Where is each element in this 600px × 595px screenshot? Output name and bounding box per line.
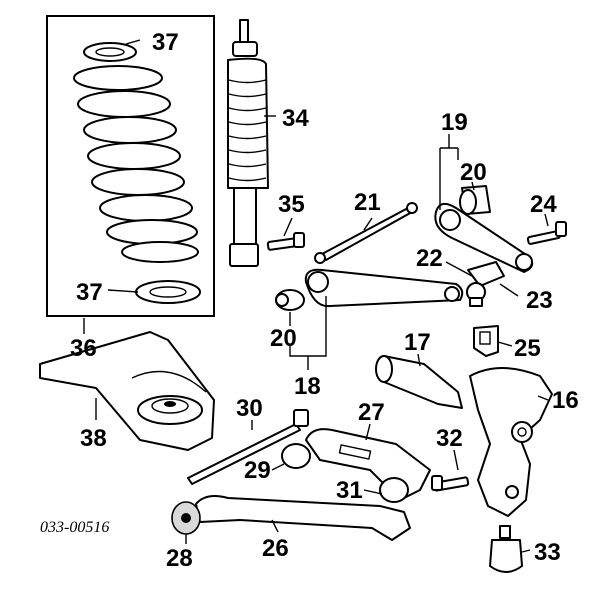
callout-37-top: 37 (152, 29, 179, 56)
bolt-35 (266, 232, 305, 251)
callout-33: 33 (534, 539, 561, 566)
leader-lines (83, 39, 549, 553)
callout-21: 21 (354, 189, 381, 216)
callout-37-bottom: 37 (76, 279, 103, 306)
callout-34: 34 (282, 105, 309, 132)
callout-31: 31 (336, 477, 363, 504)
coil-spring (73, 42, 201, 304)
bracket-25 (473, 325, 499, 357)
callout-30: 30 (236, 395, 263, 422)
lower-arm-26 (171, 495, 411, 541)
callout-19: 19 (441, 109, 468, 136)
drawing-code: 033-00516 (40, 519, 109, 536)
ball-joint-33 (489, 525, 523, 573)
upper-arm-19 (434, 185, 534, 273)
callout-28: 28 (166, 545, 193, 572)
callout-27: 27 (358, 399, 385, 426)
callout-23: 23 (526, 287, 553, 314)
shock-absorber (227, 19, 269, 267)
bolt-32 (431, 475, 470, 492)
callout-36: 36 (70, 335, 97, 362)
callout-25: 25 (514, 335, 541, 362)
bolt-24 (526, 221, 567, 245)
rod-21 (314, 202, 418, 264)
callout-24: 24 (530, 191, 557, 218)
bolt-30 (187, 409, 309, 485)
callout-32: 32 (436, 425, 463, 452)
callout-38: 38 (80, 425, 107, 452)
callout-29: 29 (244, 457, 271, 484)
callout-35: 35 (278, 191, 305, 218)
callout-20-mid: 20 (270, 325, 297, 352)
mount-bracket-38 (39, 331, 215, 451)
callout-18: 18 (294, 373, 321, 400)
knuckle-16 (469, 367, 553, 517)
callout-22: 22 (416, 245, 443, 272)
upper-arm-27 (281, 428, 431, 503)
lower-arm-18 (275, 268, 464, 311)
callout-17: 17 (404, 329, 431, 356)
ball-joint-22 (466, 261, 505, 307)
callout-16: 16 (552, 387, 579, 414)
spring-group-frame (46, 15, 215, 317)
callout-26: 26 (262, 535, 289, 562)
callout-20-top: 20 (460, 159, 487, 186)
spindle-17 (375, 355, 463, 409)
